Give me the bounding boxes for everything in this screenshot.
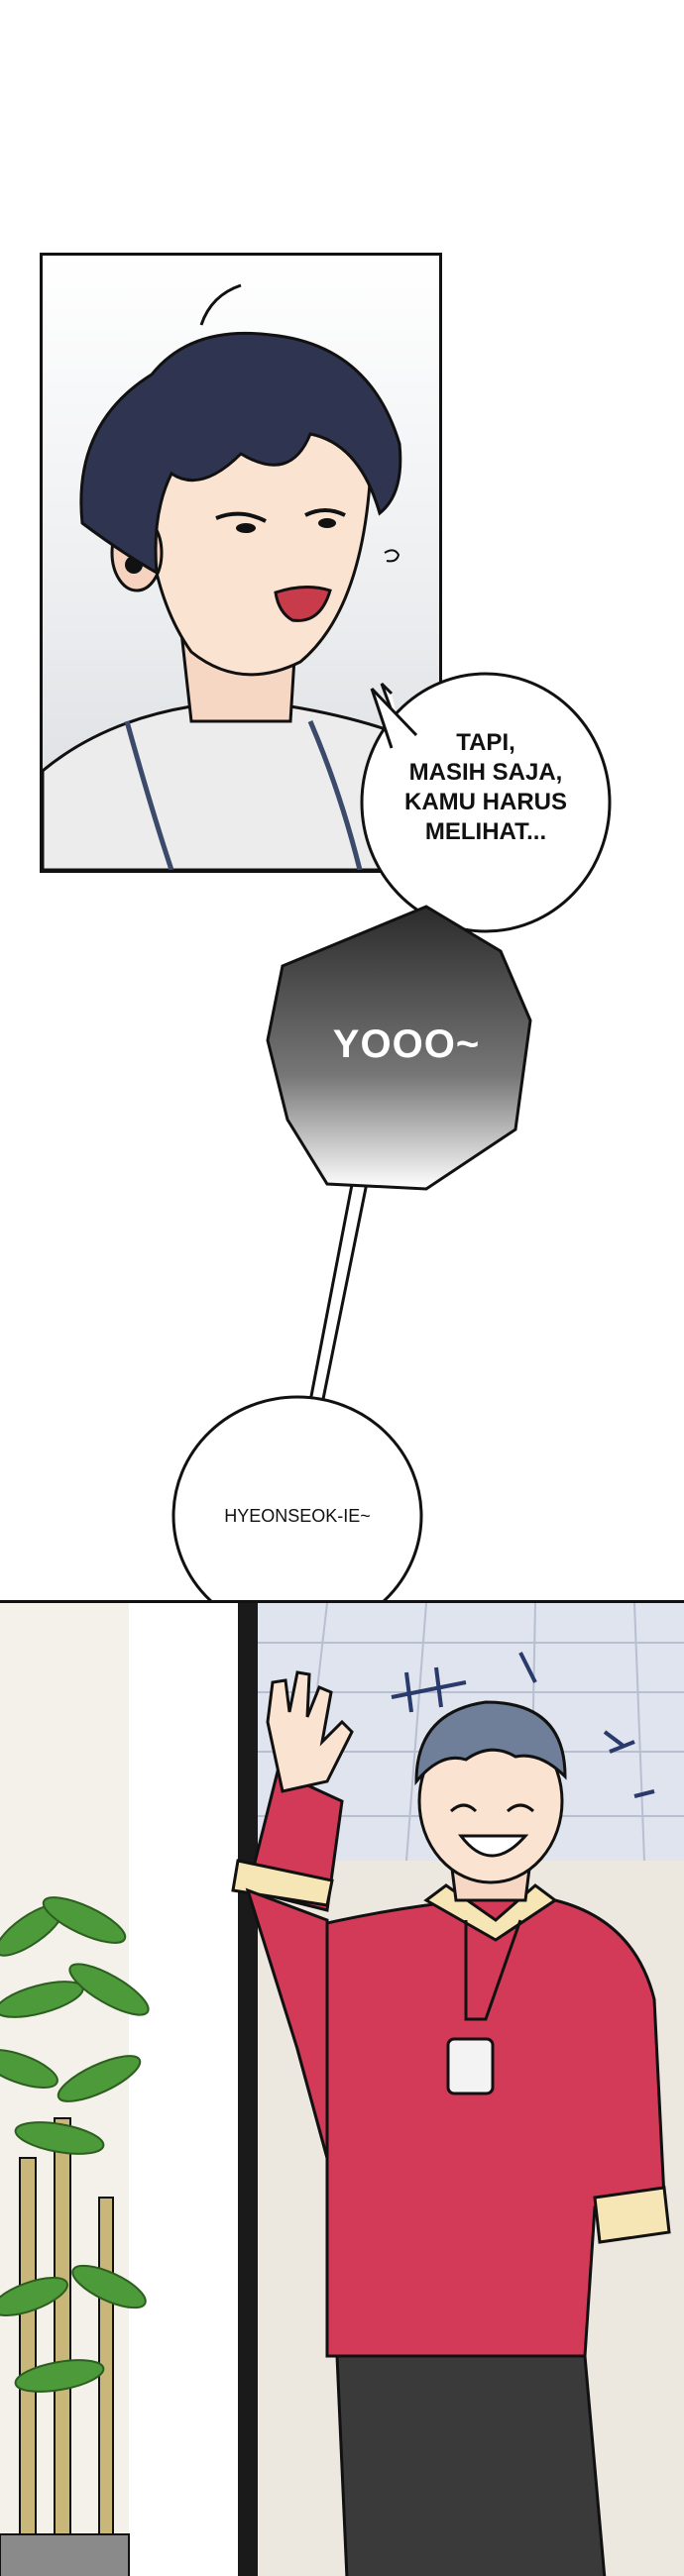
speech-text-1: TAPI, MASIH SAJA, KAMU HARUS MELIHAT...	[404, 729, 567, 845]
motion-lines-icon	[391, 1652, 655, 1798]
character-dark-haired-man	[43, 283, 439, 870]
shout-text: YOOO~	[332, 1022, 481, 1066]
office-scene	[0, 1603, 684, 2576]
speech-text-2: HYEONSEOK-IE~	[224, 1506, 371, 1526]
panel-waving-man	[0, 1600, 684, 2576]
potted-plant	[0, 1896, 150, 2576]
panel-dark-haired-man	[40, 253, 442, 873]
character-waving-man	[231, 1670, 671, 2576]
